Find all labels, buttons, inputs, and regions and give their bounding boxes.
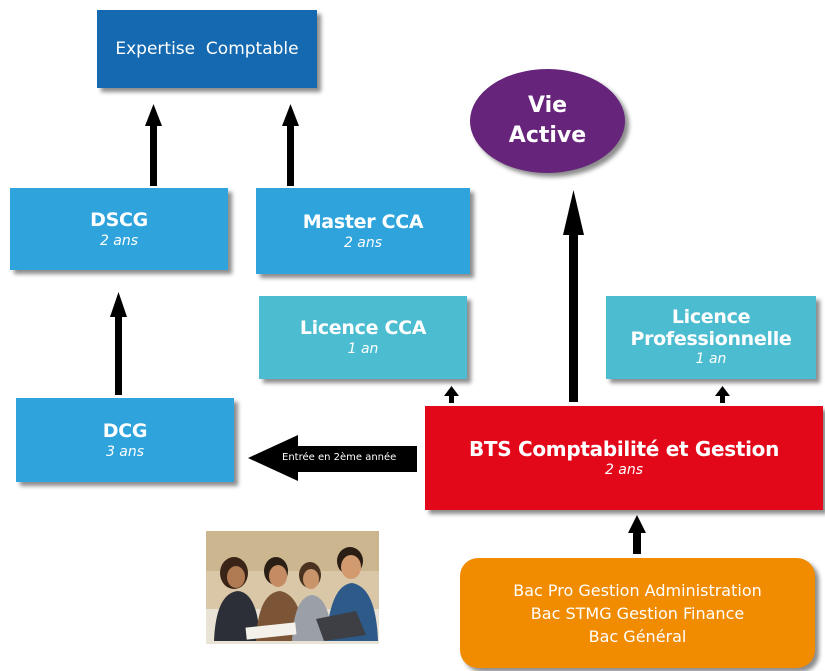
node-bac: Bac Pro Gestion Administration Bac STMG … — [460, 558, 815, 668]
node-licence-pro-duration: 1 an — [695, 351, 727, 367]
arrow-bts-to-vie-active — [563, 190, 584, 402]
node-bts: BTS Comptabilité et Gestion 2 ans — [425, 406, 823, 510]
node-bac-line3: Bac Général — [588, 626, 687, 646]
node-master-cca-duration: 2 ans — [343, 234, 383, 251]
node-expertise-comptable: Expertise Comptable — [97, 10, 317, 88]
students-photo-illustration — [206, 531, 379, 644]
arrow-bac-to-bts — [628, 515, 646, 554]
node-licence-cca-duration: 1 an — [347, 341, 379, 357]
node-dscg: DSCG 2 ans — [10, 188, 228, 270]
students-photo — [206, 531, 379, 644]
node-bts-duration: 2 ans — [604, 461, 644, 478]
node-licence-cca-title: Licence CCA — [299, 317, 427, 339]
node-dcg: DCG 3 ans — [16, 398, 234, 482]
node-licence-pro-line2: Professionnelle — [630, 328, 792, 350]
node-vie-active-line2: Active — [508, 123, 587, 148]
node-bac-line2: Bac STMG Gestion Finance — [530, 603, 745, 623]
arrow-bts-to-licence-cca — [444, 386, 459, 403]
arrow-dcg-to-dscg — [110, 292, 127, 395]
node-licence-pro: Licence Professionnelle 1 an — [606, 296, 816, 379]
arrow-bts-to-dcg-label: Entrée en 2ème année — [282, 452, 397, 463]
arrow-master-to-expertise — [282, 104, 299, 186]
node-expertise-title: Expertise Comptable — [115, 39, 299, 59]
node-dcg-title: DCG — [102, 419, 148, 442]
node-bac-line1: Bac Pro Gestion Administration — [513, 580, 762, 600]
node-vie-active: Vie Active — [470, 69, 625, 173]
node-licence-pro-line1: Licence — [671, 306, 751, 328]
node-dscg-title: DSCG — [90, 208, 148, 231]
node-master-cca-title: Master CCA — [302, 210, 424, 233]
node-dcg-duration: 3 ans — [105, 443, 145, 460]
node-licence-cca: Licence CCA 1 an — [259, 296, 467, 379]
node-master-cca: Master CCA 2 ans — [256, 188, 470, 274]
node-vie-active-line1: Vie — [527, 93, 568, 118]
node-bts-title: BTS Comptabilité et Gestion — [468, 436, 780, 461]
node-dscg-duration: 2 ans — [99, 232, 139, 249]
arrow-dscg-to-expertise — [145, 104, 162, 186]
arrow-bts-to-licence-pro — [715, 386, 730, 403]
